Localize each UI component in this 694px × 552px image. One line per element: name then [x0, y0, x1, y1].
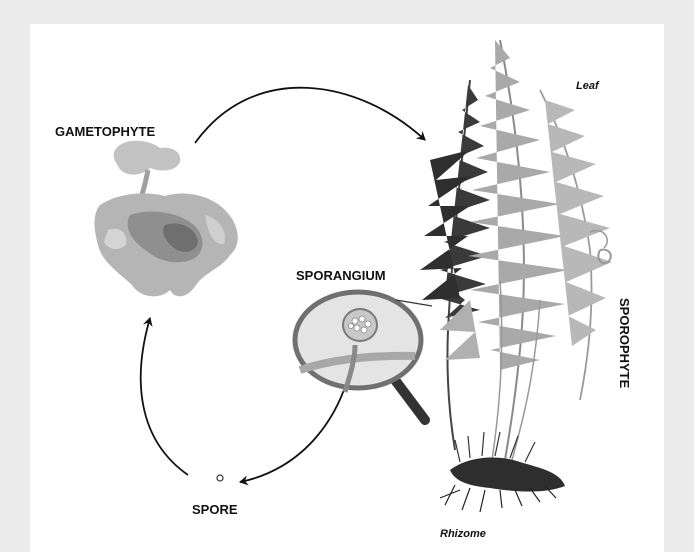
sporophyte-label: SPOROPHYTE	[617, 298, 632, 388]
sporangium-label: SPORANGIUM	[296, 268, 386, 283]
arrow-gametophyte-to-sporophyte	[195, 88, 425, 143]
gametophyte-label: GAMETOPHYTE	[55, 124, 155, 139]
fern-frond-dark	[420, 80, 490, 450]
spore-dot	[217, 475, 223, 481]
leaf-label: Leaf	[576, 80, 599, 92]
rhizome-illustration	[440, 432, 565, 512]
sporangium-magnifier	[295, 292, 432, 420]
arrow-spore-to-gametophyte	[141, 318, 188, 475]
rhizome-label: Rhizome	[440, 528, 486, 540]
gametophyte-illustration	[95, 141, 238, 297]
spore-label: SPORE	[192, 502, 238, 517]
